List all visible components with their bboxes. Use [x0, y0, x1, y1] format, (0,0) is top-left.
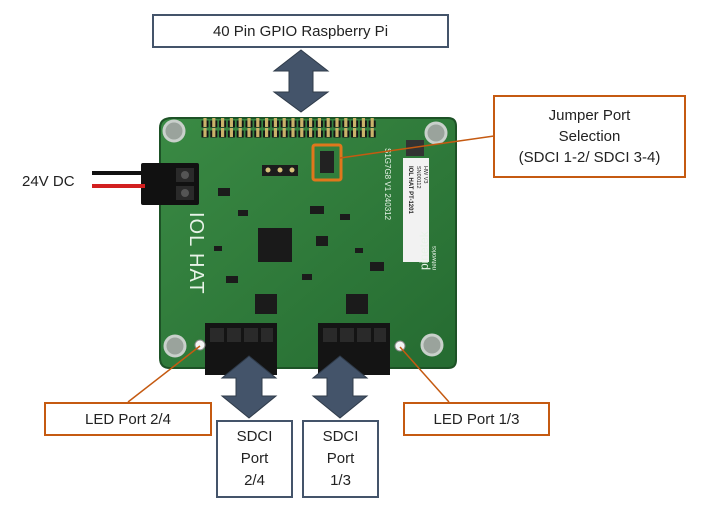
gpio-pin [300, 128, 304, 137]
led-right-label-box: LED Port 1/3 [403, 402, 550, 436]
gpio-pin [361, 118, 365, 127]
silk-code: S1G7G8 V1 240312 [383, 148, 392, 221]
gpio-pin [326, 128, 330, 137]
gpio-pin [309, 128, 313, 137]
gpio-pin [247, 128, 251, 137]
gpio-header [201, 118, 376, 138]
gpio-pin [282, 128, 286, 137]
gpio-pin [344, 118, 348, 127]
led-left-callout-line [127, 345, 201, 403]
gpio-pin [370, 118, 374, 127]
silk-model: IOL HAT PT-1201 [407, 166, 413, 214]
sdci-right-line1: SDCI [322, 428, 359, 445]
gpio-label-box: 40 Pin GPIO Raspberry Pi [152, 14, 449, 48]
jumper-label-line1: Jumper Port [548, 107, 631, 124]
gpio-pin [265, 118, 269, 127]
led-port-1-3 [394, 340, 406, 352]
sdci-right-line2: Port [326, 450, 355, 467]
main-chip [258, 228, 292, 262]
gpio-pin [221, 128, 225, 137]
gpio-pin [335, 128, 339, 137]
gpio-pin [247, 118, 251, 127]
gpio-label: 40 Pin GPIO Raspberry Pi [212, 22, 389, 40]
gpio-pin [203, 128, 207, 137]
gpio-pin [238, 118, 242, 127]
silk-brand-sub: networks [432, 246, 438, 270]
gpio-pin [256, 118, 260, 127]
mount-hole-bottom-right [420, 333, 444, 357]
gpio-pin [291, 128, 295, 137]
gpio-pin [335, 118, 339, 127]
gpio-pin [238, 128, 242, 137]
sdci-left-line1: SDCI [236, 428, 273, 445]
led-left-label: LED Port 2/4 [85, 410, 171, 428]
jumper-port [311, 143, 343, 182]
gpio-pin [221, 118, 225, 127]
silk-brand: pinetek [417, 230, 431, 270]
gpio-pin [229, 118, 233, 127]
silk-serial: SN00112 [415, 166, 421, 189]
sdci-left-double-arrow [220, 355, 278, 419]
pcb-board [159, 117, 457, 369]
sdci-left-line2: Port [240, 450, 269, 467]
jumper-cap [320, 151, 334, 173]
led-left-label-box: LED Port 2/4 [44, 402, 212, 436]
gpio-pin [203, 118, 207, 127]
smd-components [214, 188, 384, 314]
board-label-plate [403, 158, 429, 262]
silk-title: IOL HAT [185, 212, 207, 295]
gpio-pin [353, 118, 357, 127]
mount-hole-top-left [162, 119, 186, 143]
jumper-callout-line [339, 135, 495, 159]
gpio-pin [282, 118, 286, 127]
gpio-pin [212, 128, 216, 137]
power-terminal [141, 163, 199, 205]
gpio-pin [309, 118, 313, 127]
mount-hole-bottom-left [163, 334, 187, 358]
sdci-right-label-box: SDCI Port 1/3 [302, 420, 379, 498]
jumper-label-line3: (SDCI 1-2/ SDCI 3-4) [518, 149, 661, 166]
gpio-pin [265, 128, 269, 137]
gpio-pin [291, 118, 295, 127]
sdci-left-label-box: SDCI Port 2/4 [216, 420, 293, 498]
gpio-pin [273, 118, 277, 127]
led-right-label: LED Port 1/3 [433, 410, 520, 428]
gpio-pin [317, 118, 321, 127]
sdci-right-line3: 1/3 [330, 472, 351, 489]
jumper-label-line2: Selection [558, 128, 621, 145]
sdci-left-line3: 2/4 [244, 472, 265, 489]
gpio-pin [229, 128, 233, 137]
power-label: 24V DC [22, 173, 75, 190]
led-right-callout-line [399, 346, 450, 403]
mount-hole-top-right [424, 121, 448, 145]
gpio-double-arrow [272, 49, 330, 113]
gpio-pin [300, 118, 304, 127]
silk-hw: HW V3 [422, 166, 428, 183]
sdci-right-double-arrow [311, 355, 369, 419]
gpio-pin [344, 128, 348, 137]
gpio-pin [361, 128, 365, 137]
small-pin-header [262, 165, 298, 176]
gpio-pin [353, 128, 357, 137]
jumper-label-box: Jumper Port Selection (SDCI 1-2/ SDCI 3-… [493, 95, 686, 178]
gpio-pin [256, 128, 260, 137]
gpio-pin [273, 128, 277, 137]
gpio-pin [326, 118, 330, 127]
gpio-pin [370, 128, 374, 137]
gpio-pin [317, 128, 321, 137]
gpio-pin [212, 118, 216, 127]
